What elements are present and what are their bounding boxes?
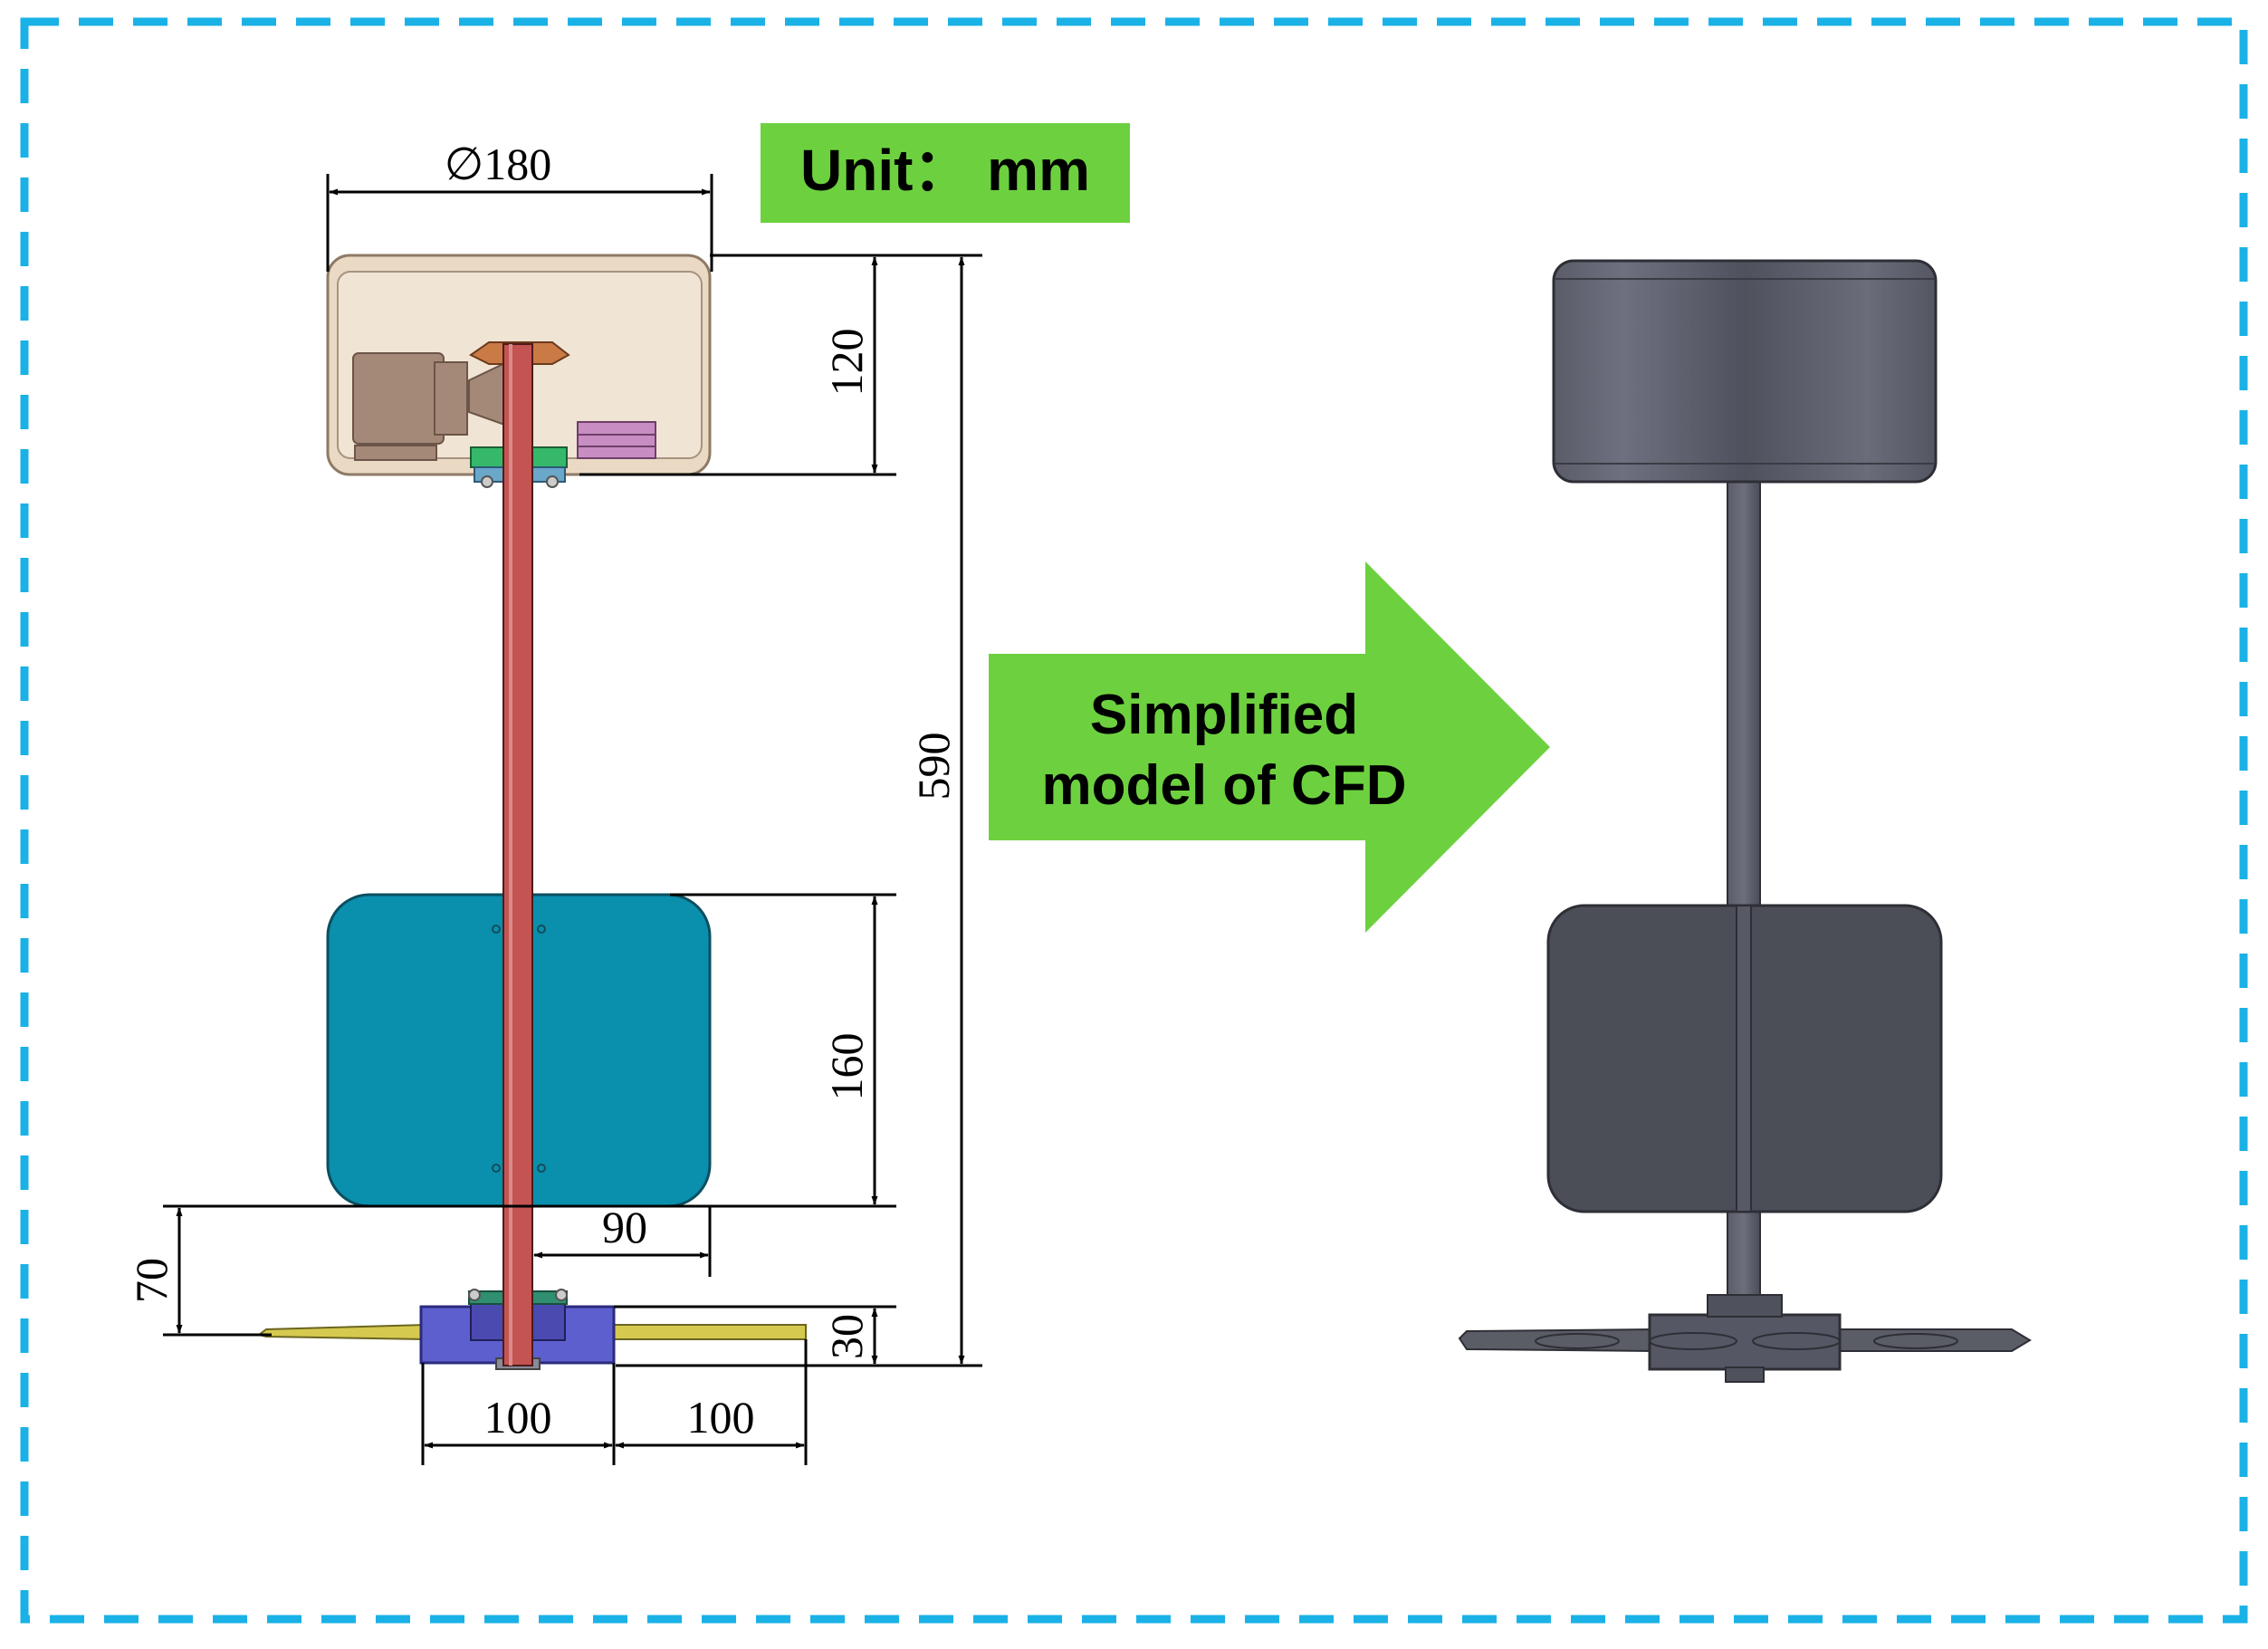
dim-arm-length: 100: [687, 1392, 755, 1443]
dimension-lines: [163, 174, 982, 1465]
dimension-labels: ∅180 120 590 160 30 70 90 100 100: [126, 139, 959, 1443]
dim-base-height: 30: [821, 1314, 872, 1359]
dim-gap: 70: [126, 1258, 177, 1303]
unit-label: Unit： mm: [761, 123, 1130, 223]
unit-text: Unit： mm: [800, 138, 1090, 203]
dashed-border: [20, 17, 2248, 1624]
dim-diameter: ∅180: [445, 139, 552, 189]
arrow-text-line1: Simplified: [1090, 684, 1358, 746]
arrow-text-line2: model of CFD: [1042, 754, 1407, 817]
simplification-arrow: Simplified model of CFD: [989, 561, 1550, 933]
cfd-base-hub: [1648, 1313, 1842, 1371]
dim-fin-height: 160: [821, 1033, 872, 1101]
dim-total-height: 590: [908, 733, 959, 801]
central-rod: [502, 343, 533, 1366]
cfd-model: [1458, 259, 2032, 1383]
detailed-drawing: [256, 254, 807, 1370]
dim-fin-half-width: 90: [602, 1202, 647, 1252]
dim-box-height: 120: [821, 329, 872, 397]
cfd-top-box: [1552, 259, 1938, 484]
dim-base-width: 100: [484, 1392, 552, 1443]
